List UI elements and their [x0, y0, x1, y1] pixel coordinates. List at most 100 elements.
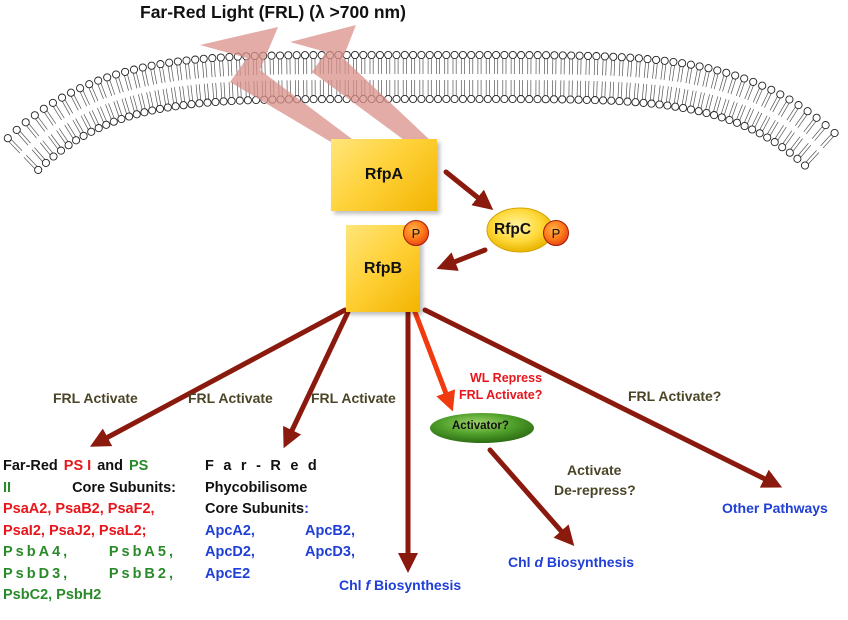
lipid-head: [678, 59, 687, 68]
arrow-rfpc-to-rfpb: [436, 247, 488, 271]
ps-subunits-block: Far-Red PS I and PS II Core Subunits: Ps…: [3, 456, 176, 607]
lipid-head: [533, 95, 542, 104]
lipid-head: [117, 114, 126, 124]
ps-line-3: PsaA2, PsaB2, PsaF2,: [3, 499, 176, 521]
lipid-head: [49, 152, 58, 161]
lipid-head: [607, 96, 616, 105]
lipid-head: [794, 101, 803, 110]
lipid-head: [442, 50, 451, 60]
lipid-head: [39, 104, 48, 113]
rfpb-phospho-label: P: [411, 225, 421, 241]
ps-psb-row-3: PsbC2, PsbH2: [3, 587, 102, 603]
lipid-head: [574, 95, 583, 104]
lipid-head: [713, 66, 722, 75]
lipid-head: [599, 96, 608, 105]
pbs-line-6: ApcE2: [205, 564, 355, 586]
lipid-head: [147, 61, 156, 70]
lipid-head: [590, 96, 600, 105]
lipid-head: [508, 94, 517, 104]
ps-psbd3: PsbD3,: [3, 565, 71, 582]
lipid-head: [803, 107, 812, 116]
lipid-head: [541, 95, 550, 104]
lipid-head: [156, 60, 165, 69]
lipid-head: [442, 94, 451, 104]
ps-and: and: [97, 458, 123, 474]
lipid-head: [199, 54, 208, 63]
pbs-far-red: Far-Red: [205, 458, 327, 474]
lipid-head: [317, 95, 326, 104]
lipid-head: [566, 95, 575, 104]
chl-d-letter: d: [534, 554, 544, 570]
lipid-head: [558, 95, 567, 104]
lipid-head: [195, 99, 204, 108]
ps-line-5: PsbA4, PsbA5,: [3, 542, 176, 564]
light-beam-right: [290, 25, 432, 142]
pbs-line-4: ApcA2, ApcB2,: [205, 521, 355, 543]
lipid-head: [182, 56, 191, 65]
light-beam-left: [200, 27, 352, 142]
lipid-head: [626, 53, 635, 62]
lipid-head: [301, 95, 310, 104]
lipid-head: [292, 51, 301, 60]
label-frl-activate-1: FRL Activate: [53, 390, 138, 406]
lipid-head: [500, 50, 509, 60]
lipid-head: [740, 121, 749, 131]
label-frl-activate-q: FRL Activate?: [628, 388, 722, 404]
lipid-head: [615, 97, 624, 106]
ps-far-red: Far-Red: [3, 458, 58, 474]
lipid-head: [409, 94, 418, 104]
lipid-head: [425, 94, 434, 104]
lipid-head: [770, 138, 779, 147]
lipid-head: [767, 85, 776, 94]
ps-psa-row-1: PsaA2, PsaB2, PsaF2,: [3, 501, 155, 517]
lipid-head: [66, 88, 76, 97]
lipid-head: [400, 94, 409, 104]
lipid-head: [583, 51, 593, 60]
lipid-head: [375, 50, 384, 60]
ps-psba5: PsbA5,: [108, 544, 176, 560]
lipid-head: [458, 50, 467, 60]
far-red-light-beams: [200, 25, 432, 142]
lipid-head: [663, 101, 672, 110]
lipid-head: [41, 158, 50, 167]
lipid-head: [400, 50, 409, 60]
lipid-head: [187, 100, 196, 109]
ps-line-6: PsbD3, PsbB2,: [3, 564, 176, 586]
ps-ii: II: [3, 479, 12, 496]
lipid-head: [132, 110, 141, 119]
lipid-head: [12, 125, 21, 134]
lipid-head: [740, 74, 749, 83]
arrow-to-activator: [412, 309, 456, 412]
arrows: [89, 169, 783, 573]
lipid-head: [785, 148, 794, 157]
lipid-head: [208, 54, 217, 63]
pbs-apcb2: ApcB2,: [305, 522, 355, 539]
lipid-head: [3, 134, 12, 143]
lipid-head: [686, 105, 696, 114]
diagram-title: Far-Red Light (FRL) (λ >700 nm): [140, 2, 406, 22]
lipid-head: [392, 94, 401, 104]
lipid-head: [384, 50, 393, 60]
lipid-head: [216, 53, 225, 62]
ps-psa-row-2: PsaI2, PsaJ2, PsaL2;: [3, 522, 147, 539]
lipid-head: [679, 103, 688, 113]
lipid-head: [830, 128, 839, 138]
lipid-head: [623, 97, 632, 106]
lipid-head: [79, 131, 88, 140]
lipid-head: [776, 90, 785, 99]
lipid-head: [121, 67, 130, 76]
lipid-head: [30, 111, 39, 120]
lipid-head: [722, 68, 731, 77]
lipid-head: [225, 52, 234, 62]
lipid-head: [717, 113, 726, 122]
lipid-head: [267, 51, 276, 60]
lipid-head: [235, 96, 244, 105]
pbs-line-3: Core Subunits:: [205, 499, 355, 521]
lipid-head: [155, 104, 165, 113]
rfpc-label: RfpC: [494, 221, 532, 238]
rfpa-box: RfpA: [331, 139, 437, 211]
lipid-head: [64, 141, 73, 150]
ps-ps: PS: [128, 458, 149, 474]
lipid-head: [695, 62, 704, 71]
